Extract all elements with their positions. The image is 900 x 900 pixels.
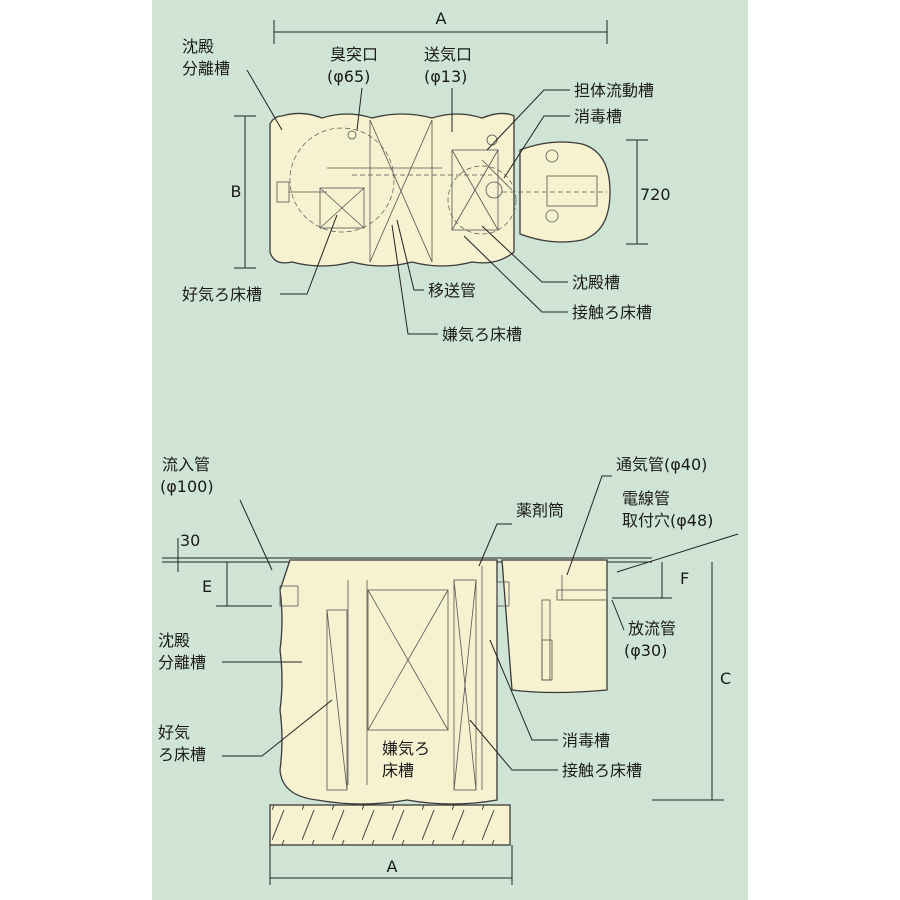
section-view: 30 E F C A 流入管 (φ100) 通気管(φ40) 電線管 取付穴(φ… [158,455,739,885]
plan-dim-a: A [436,9,447,28]
plan-label-anaerobic: 嫌気ろ床槽 [442,325,522,344]
plan-label-aerobic: 好気ろ床槽 [182,285,262,304]
plan-label-sed-sep-2: 分離槽 [182,59,230,78]
plan-label-odor-2: (φ65) [327,67,370,86]
section-label-aerobic-1: 好気 [158,723,190,742]
plan-label-air-1: 送気口 [424,45,472,64]
diagram-panel: A B 720 沈殿 分離槽 臭突口 (φ65) 送気口 (φ13) 担体流動槽… [152,0,748,900]
section-label-sed-sep-2: 分離槽 [158,653,206,672]
section-label-aerobic-2: ろ床槽 [158,745,206,764]
plan-label-carrier: 担体流動槽 [574,81,654,100]
section-dim-30: 30 [180,531,200,550]
section-label-chemical: 薬剤筒 [516,501,564,520]
plan-label-disinfection: 消毒槽 [574,107,622,126]
section-label-sed-sep-1: 沈殿 [158,631,190,650]
plan-label-air-2: (φ13) [424,67,467,86]
main-tank-plan [269,112,515,267]
plan-dim-720: 720 [640,185,671,204]
section-label-contact: 接触ろ床槽 [562,761,642,780]
disinfection-tank-section [501,559,608,694]
section-label-anaerobic-1: 嫌気ろ [382,739,430,758]
section-dim-c: C [720,669,731,688]
section-label-inflow-1: 流入管 [162,455,210,474]
section-dim-a: A [387,857,398,876]
section-label-discharge-1: 放流管 [628,619,676,638]
septic-tank-drawing: A B 720 沈殿 分離槽 臭突口 (φ65) 送気口 (φ13) 担体流動槽… [158,9,739,885]
plan-label-sed-sep-1: 沈殿 [182,37,214,56]
disinfection-tank-plan [519,141,611,243]
section-label-discharge-2: (φ30) [624,641,667,660]
main-tank-section [279,559,498,805]
section-dim-e: E [202,577,212,596]
plan-view: A B 720 沈殿 分離槽 臭突口 (φ65) 送気口 (φ13) 担体流動槽… [182,9,671,344]
section-label-inflow-2: (φ100) [160,477,214,496]
section-label-conduit-1: 電線管 [622,489,670,508]
plan-label-transfer: 移送管 [428,281,476,300]
plan-dim-b: B [231,182,242,201]
plan-label-sedimentation: 沈殿槽 [572,273,620,292]
plan-label-contact: 接触ろ床槽 [572,303,652,322]
section-label-disinfection: 消毒槽 [562,731,610,750]
plan-label-odor-1: 臭突口 [330,45,378,64]
section-dim-f: F [680,569,689,588]
section-label-vent: 通気管(φ40) [616,455,707,474]
section-label-anaerobic-2: 床槽 [382,761,414,780]
section-label-conduit-2: 取付穴(φ48) [622,511,713,530]
